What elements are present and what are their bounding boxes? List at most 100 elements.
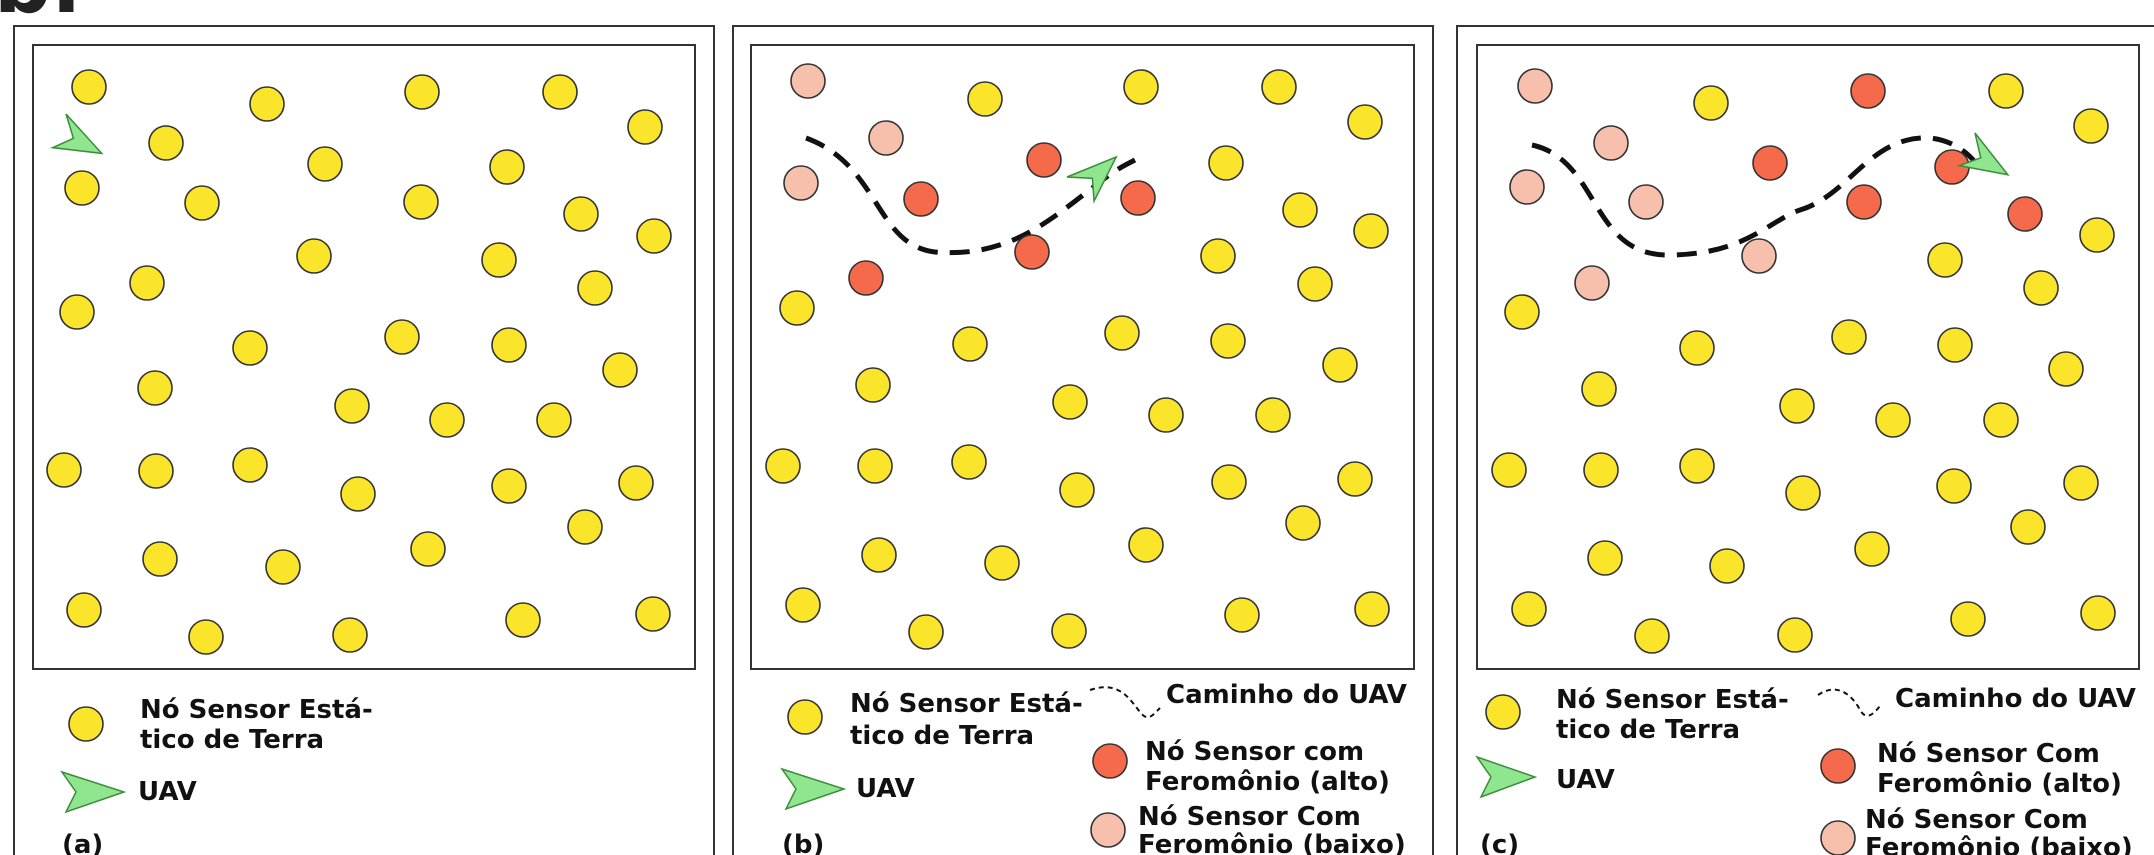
panel-b-uav-path xyxy=(805,135,1137,256)
static-sensor-node xyxy=(1831,319,1867,355)
static-sensor-node xyxy=(332,617,368,653)
static-sensor-node xyxy=(857,448,893,484)
legend-static-node-icon xyxy=(68,706,104,742)
high-pheromone-node xyxy=(1014,234,1050,270)
static-sensor-node xyxy=(2063,465,2099,501)
static-sensor-node xyxy=(491,468,527,504)
static-sensor-node xyxy=(188,619,224,655)
static-sensor-node xyxy=(1210,323,1246,359)
static-sensor-node xyxy=(785,587,821,623)
static-sensor-node xyxy=(1337,461,1373,497)
legend-low-label-line1: Nó Sensor Com xyxy=(1138,802,1361,832)
legend-static-label-line2: tico de Terra xyxy=(1556,715,1740,745)
static-sensor-node xyxy=(1491,452,1527,488)
legend-uav-icon xyxy=(1475,755,1538,799)
panel-a-nodes xyxy=(46,69,672,655)
static-sensor-node xyxy=(142,541,178,577)
panel-c-outer-frame xyxy=(1456,25,2154,855)
panel-a-field-frame xyxy=(32,44,696,670)
static-sensor-node xyxy=(410,531,446,567)
static-sensor-node xyxy=(1583,452,1619,488)
static-sensor-node xyxy=(1128,527,1164,563)
legend-path-icon xyxy=(1817,688,1881,717)
static-sensor-node xyxy=(1927,242,1963,278)
static-sensor-node xyxy=(951,444,987,480)
static-sensor-node xyxy=(577,270,613,306)
legend-path-label: Caminho do UAV xyxy=(1166,680,1407,710)
static-sensor-node xyxy=(137,370,173,406)
static-sensor-node xyxy=(404,74,440,110)
static-sensor-node xyxy=(265,549,301,585)
low-pheromone-node xyxy=(1574,265,1610,301)
static-sensor-node xyxy=(66,592,102,628)
legend-static-node-icon xyxy=(1485,694,1521,730)
low-pheromone-node xyxy=(783,165,819,201)
static-sensor-node xyxy=(1679,448,1715,484)
static-sensor-node xyxy=(1777,617,1813,653)
legend-static-label-line2: tico de Terra xyxy=(140,725,324,755)
static-sensor-node xyxy=(1282,192,1318,228)
legend-uav-icon xyxy=(60,770,127,814)
uav-icon xyxy=(48,113,111,171)
static-sensor-node xyxy=(1211,464,1247,500)
static-sensor-node xyxy=(2010,509,2046,545)
static-sensor-node xyxy=(481,242,517,278)
static-sensor-node xyxy=(636,218,672,254)
static-sensor-node xyxy=(64,170,100,206)
high-pheromone-node xyxy=(848,260,884,296)
static-sensor-node xyxy=(1208,145,1244,181)
static-sensor-node xyxy=(489,149,525,185)
static-sensor-node xyxy=(1322,347,1358,383)
low-pheromone-node xyxy=(790,63,826,99)
static-sensor-node xyxy=(232,330,268,366)
static-sensor-node xyxy=(1854,531,1890,567)
static-sensor-node xyxy=(232,447,268,483)
static-sensor-node xyxy=(1693,85,1729,121)
legend-static-label-line2: tico de Terra xyxy=(850,721,1034,751)
static-sensor-node xyxy=(618,465,654,501)
low-pheromone-node xyxy=(1593,125,1629,161)
static-sensor-node xyxy=(967,81,1003,117)
static-sensor-node xyxy=(1059,472,1095,508)
static-sensor-node xyxy=(1504,294,1540,330)
static-sensor-node xyxy=(908,614,944,650)
legend-low-label-line2: Feromônio (baixo) xyxy=(1865,833,2133,855)
panel-c-label: (c) xyxy=(1480,830,1519,855)
panel-b-label: (b) xyxy=(782,830,824,855)
static-sensor-node xyxy=(855,367,891,403)
legend-path-icon xyxy=(1089,686,1161,719)
low-pheromone-node xyxy=(1517,68,1553,104)
static-sensor-node xyxy=(765,448,801,484)
static-sensor-node xyxy=(861,537,897,573)
legend-static-label-line1: Nó Sensor Está- xyxy=(140,695,373,725)
static-sensor-node xyxy=(1200,238,1236,274)
static-sensor-node xyxy=(2023,270,2059,306)
static-sensor-node xyxy=(1950,601,1986,637)
low-pheromone-node xyxy=(1628,184,1664,220)
static-sensor-node xyxy=(491,327,527,363)
static-sensor-node xyxy=(129,265,165,301)
legend-static-node-icon xyxy=(787,699,823,735)
static-sensor-node xyxy=(296,238,332,274)
static-sensor-node xyxy=(2048,351,2084,387)
static-sensor-node xyxy=(1354,591,1390,627)
panel-b-outer-frame xyxy=(732,25,1434,855)
static-sensor-node xyxy=(536,402,572,438)
legend-high-node-icon xyxy=(1820,748,1856,784)
legend-uav-label: UAV xyxy=(1556,765,1615,795)
legend-high-label-line2: Feromônio (alto) xyxy=(1145,767,1390,797)
static-sensor-node xyxy=(184,185,220,221)
high-pheromone-node xyxy=(1850,73,1886,109)
static-sensor-node xyxy=(563,196,599,232)
legend-high-label-line2: Feromônio (alto) xyxy=(1877,769,2122,799)
panel-c-uav-path xyxy=(1531,135,1977,258)
static-sensor-node xyxy=(627,109,663,145)
high-pheromone-node xyxy=(903,181,939,217)
panel-a-label: (a) xyxy=(62,830,103,855)
high-pheromone-node xyxy=(1846,184,1882,220)
static-sensor-node xyxy=(59,294,95,330)
static-sensor-node xyxy=(1297,266,1333,302)
static-sensor-node xyxy=(307,146,343,182)
low-pheromone-node xyxy=(868,120,904,156)
